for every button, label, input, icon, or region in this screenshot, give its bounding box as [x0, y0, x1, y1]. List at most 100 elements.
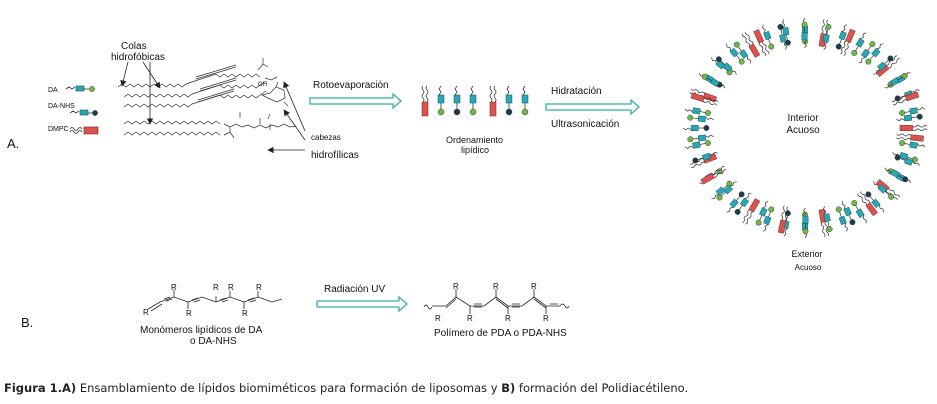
liposome-lipid [753, 29, 770, 56]
interior-label-line2: Acuoso [786, 125, 820, 136]
monomer-r-3: R [186, 309, 192, 318]
liposome-lipid [682, 125, 710, 131]
ordenamiento-label-line1: Ordenamiento [446, 135, 503, 145]
figure-caption: Figura 1.A) Ensamblamiento de lípidos bi… [4, 381, 688, 395]
legend-dmpc-label: DMPC [48, 126, 69, 133]
liposome-lipid [873, 55, 894, 75]
liposome-lipid [884, 72, 908, 89]
cabezas-label-line1: cabezas [311, 133, 341, 142]
ordered-lipid [489, 85, 497, 117]
exterior-label-line2: Acuoso [795, 263, 822, 272]
liposome-lipid [822, 206, 833, 232]
oh-label: OH [258, 82, 267, 88]
liposome-lipid [687, 114, 714, 123]
liposome-lipid [865, 191, 884, 213]
polymer-r-labels: R R R R R R R [435, 282, 549, 323]
caption-b-marker: B) [501, 381, 516, 395]
step2-arrow [545, 98, 640, 116]
polymer-r-6: R [531, 282, 537, 291]
liposome-lipid [822, 23, 832, 50]
monomer-r-7: R [256, 283, 262, 292]
liposome-lipid [851, 200, 867, 224]
monomer-r-4: R [213, 283, 219, 292]
ordered-lipids [421, 85, 529, 117]
liposome-lipid [840, 28, 856, 56]
liposome-lipid [899, 107, 926, 116]
liposome-lipid [690, 92, 719, 106]
liposome-lipid [698, 72, 723, 88]
lipid-legend: DA DA-NHS DMPC [48, 85, 99, 135]
liposome-lipid [899, 140, 926, 149]
polymer-r-3: R [467, 314, 473, 323]
monomer-r-2: R [171, 283, 177, 292]
monomer-r-labels: R R R R R R R [143, 283, 262, 318]
panel-b-letter: B. [21, 315, 33, 330]
liposome-lipid [802, 207, 809, 235]
step2-label-ultrasonicacion: Ultrasonicación [551, 119, 619, 130]
step1-arrow [309, 92, 402, 110]
liposome-lipid [762, 24, 775, 50]
liposome-lipid [733, 41, 751, 64]
legend-da-label: DA [48, 87, 58, 94]
legend-dmpc-glyph [69, 126, 99, 135]
ordenamiento-label-line2: lipídico [461, 145, 489, 155]
uv-step-label: Radiación UV [324, 284, 385, 295]
liposome-lipid [896, 113, 923, 122]
polymer-label: Polímero de PDA o PDA-NHS [434, 328, 567, 339]
colas-pointer-arrows [120, 61, 161, 125]
polymer-r-4: R [493, 282, 499, 291]
legend-da-nhs-label: DA-NHS [48, 103, 75, 110]
liposome-lipid [835, 24, 847, 50]
liposome-lipid [741, 31, 761, 58]
colas-label-line1: Colas [121, 41, 147, 52]
ordered-lipid [453, 85, 461, 116]
polymer-chain [423, 289, 570, 314]
step2-label-hidratacion: Hidratación [551, 86, 602, 97]
lipid-chemical-structures [117, 58, 297, 139]
liposome-lipid [684, 107, 711, 116]
ordered-lipid [421, 85, 429, 117]
liposome-lipid [858, 41, 876, 64]
colas-label-line2: hidrofóbicas [111, 52, 165, 63]
liposome-lipid [782, 19, 791, 46]
liposome-lipid [896, 133, 924, 142]
liposome-lipid [687, 134, 714, 143]
liposome-lipid [887, 168, 912, 184]
liposome-lipid [763, 206, 775, 232]
caption-a-marker: A) [62, 381, 77, 395]
liposome-lipid [899, 124, 928, 132]
interior-label-line1: Interior [787, 113, 819, 124]
panel-a-letter: A. [7, 136, 19, 151]
polymer-r-1: R [435, 314, 441, 323]
legend-da-glyph [65, 85, 95, 92]
liposome-lipid [835, 206, 848, 232]
liposome-lipid [865, 43, 884, 65]
ordered-lipid [505, 85, 513, 116]
exterior-label-line1: Exterior [791, 249, 822, 259]
liposome-bilayer [682, 17, 928, 239]
liposome-lipid [726, 43, 745, 65]
polymer-r-5: R [505, 314, 511, 323]
liposome-lipid [726, 191, 745, 213]
monomer-label-line1: Monómeros lipídicos de DA [140, 325, 263, 336]
liposome-lipid [841, 200, 856, 226]
liposome-lipid [891, 91, 920, 106]
liposome-lipid [684, 140, 711, 149]
liposome-lipid [734, 192, 752, 215]
legend-da-nhs-glyph [69, 109, 98, 116]
liposome-lipid [701, 73, 726, 89]
liposome-lipid [857, 191, 878, 217]
liposome-lipid [716, 181, 737, 201]
caption-text-1: Ensamblamiento de lípidos biomiméticos p… [76, 381, 502, 395]
monomer-r-1: R [143, 308, 149, 317]
liposome-lipid [777, 205, 789, 234]
caption-figure-number: Figura 1. [4, 381, 63, 395]
liposome-lipid [884, 167, 909, 183]
monomer-r-5: R [228, 283, 234, 292]
liposome-lipid [887, 72, 911, 88]
monomer-label-line2: o DA-NHS [190, 336, 237, 347]
monomer-r-6: R [242, 309, 248, 318]
liposome-lipid [777, 24, 788, 50]
polymer-r-2: R [453, 282, 459, 291]
